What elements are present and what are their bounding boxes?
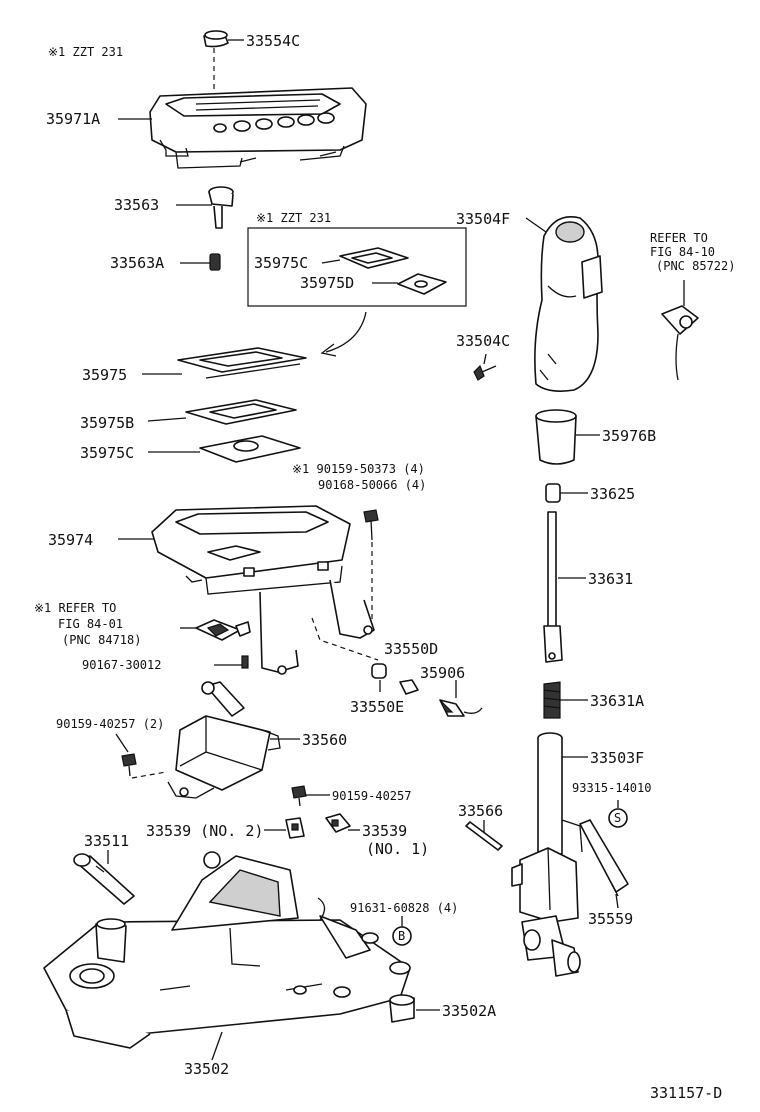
part-33560-solenoid — [167, 681, 281, 799]
part-90159-40257-bolt-pair — [121, 753, 137, 777]
part-35975b-plate — [185, 399, 297, 425]
label-35975c: 35975C — [80, 444, 134, 462]
part-90159-40257-bolt — [291, 785, 307, 807]
label-33504c: 33504C — [456, 332, 510, 350]
label-35975b: 35975B — [80, 414, 134, 432]
label-35976b: 35976B — [602, 427, 656, 445]
part-33503f-lever — [511, 732, 583, 977]
part-35559-plate — [579, 819, 629, 897]
label-35906: 35906 — [420, 664, 465, 682]
label-35971a: 35971A — [46, 110, 100, 128]
label-35559: 35559 — [588, 910, 633, 928]
part-35975-plate — [177, 347, 307, 379]
ref-84-01-line1: ※1 REFER TO — [34, 601, 116, 615]
ref-84-10-line1: REFER TO — [650, 231, 708, 245]
figure-code: 331157-D — [650, 1084, 722, 1102]
label-35974: 35974 — [48, 531, 93, 549]
label-93315-14010: 93315-14010 — [572, 781, 651, 795]
zzt-option-box — [247, 227, 467, 307]
label-90167-30012: 90167-30012 — [82, 658, 161, 672]
arrow-to-35975 — [325, 311, 367, 353]
part-33631a-spring — [543, 681, 561, 719]
part-33539-no1 — [325, 813, 351, 833]
marker-s — [608, 808, 628, 828]
part-35975c-box-plate — [339, 247, 409, 269]
label-33563a: 33563A — [110, 254, 164, 272]
label-33503f: 33503F — [590, 749, 644, 767]
label-35975: 35975 — [82, 366, 127, 384]
part-35971a-housing — [149, 87, 367, 169]
label-33504f: 33504F — [456, 210, 510, 228]
label-91631-60828: 91631-60828 (4) — [350, 901, 458, 915]
part-35976b-boot — [535, 409, 577, 465]
part-33566-pin — [465, 821, 503, 851]
note-zzt-top: ※1 ZZT 231 — [48, 45, 123, 59]
label-90159-50373: ※1 90159-50373 (4) — [292, 462, 425, 476]
label-33631a: 33631A — [590, 692, 644, 710]
part-35975d-plate — [397, 273, 447, 295]
part-33550e — [371, 663, 387, 679]
part-33563-socket — [208, 186, 234, 229]
label-33560: 33560 — [302, 731, 347, 749]
label-33502a: 33502A — [442, 1002, 496, 1020]
marker-b — [392, 926, 412, 946]
part-33563a-spring — [209, 253, 221, 271]
part-35906-sensor — [439, 699, 483, 717]
label-33511: 33511 — [84, 832, 129, 850]
part-35974-bracket — [151, 505, 375, 675]
label-33566: 33566 — [458, 802, 503, 820]
part-33502-base — [43, 851, 411, 1049]
part-90159-50373-bolt — [363, 509, 379, 541]
part-33550d — [399, 679, 419, 695]
part-33504c-screw — [473, 364, 497, 381]
part-33554c-cap — [203, 30, 229, 48]
label-90168-50066: 90168-50066 (4) — [318, 478, 426, 492]
ref-84-10-line2: FIG 84-10 — [650, 245, 715, 259]
label-33631: 33631 — [588, 570, 633, 588]
label-33550e: 33550E — [350, 698, 404, 716]
part-35975c-plate — [199, 435, 301, 463]
ref-84-10-line3: (PNC 85722) — [656, 259, 735, 273]
label-33554c: 33554C — [246, 32, 300, 50]
marker-b-label: B — [398, 929, 405, 943]
ref-84-01-line2: FIG 84-01 — [58, 617, 123, 631]
label-33539: 33539 — [362, 822, 407, 840]
part-switch-84-01 — [180, 619, 251, 641]
label-33539-no2: 33539 (NO. 2) — [146, 822, 263, 840]
label-33625: 33625 — [590, 485, 635, 503]
part-33539-no2 — [285, 817, 305, 839]
part-33625-sleeve — [545, 483, 561, 503]
label-35975d: 35975D — [300, 274, 354, 292]
label-33550d: 33550D — [384, 640, 438, 658]
label-33502: 33502 — [184, 1060, 229, 1078]
label-90159-40257-2: 90159-40257 (2) — [56, 717, 164, 731]
part-33511-pin — [73, 853, 135, 905]
part-switch-84-10 — [661, 305, 699, 381]
part-33502a-bushing — [389, 994, 415, 1023]
label-90159-40257: 90159-40257 — [332, 789, 411, 803]
note-zzt-box: ※1 ZZT 231 — [256, 211, 331, 225]
part-33631-rod — [543, 511, 563, 663]
label-35975c-box: 35975C — [254, 254, 308, 272]
label-33539-no1: (NO. 1) — [366, 840, 429, 858]
part-90167-30012-screw — [241, 655, 249, 669]
label-33563: 33563 — [114, 196, 159, 214]
ref-84-01-line3: (PNC 84718) — [62, 633, 141, 647]
marker-s-label: S — [614, 811, 621, 825]
part-33504f-knob — [534, 216, 603, 392]
